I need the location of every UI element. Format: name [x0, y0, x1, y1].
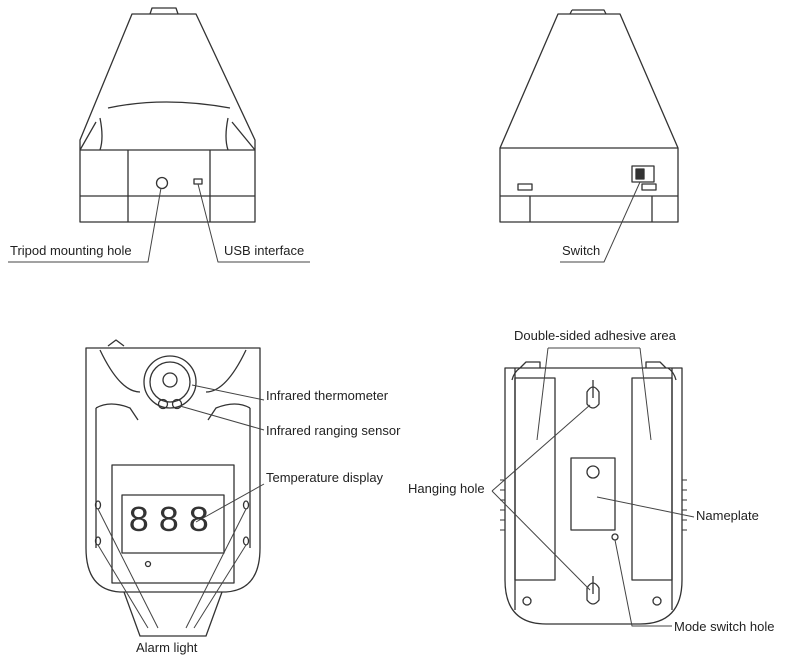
mode-switch-hole-icon — [611, 533, 619, 541]
label-hanging-hole: Hanging hole — [408, 481, 485, 496]
device-bottom-view — [79, 7, 256, 223]
label-switch: Switch — [562, 243, 601, 258]
label-temperature-display: Temperature display — [266, 470, 384, 485]
adhesive-strip-right — [631, 377, 673, 581]
label-mode-switch-hole: Mode switch hole — [674, 619, 775, 634]
tripod-hole-icon — [155, 176, 169, 190]
nameplate-area — [570, 457, 616, 531]
display-digit-2: 8 — [158, 501, 180, 542]
label-alarm-light: Alarm light — [136, 640, 198, 655]
display-digit-1: 8 — [128, 501, 150, 542]
label-nameplate: Nameplate — [696, 508, 759, 523]
label-usb-interface: USB interface — [224, 243, 305, 258]
display-digit-3: 8 — [188, 501, 210, 542]
device-back-view — [499, 9, 679, 223]
ranging-sensor-icon — [157, 398, 169, 410]
hanging-hole-top-icon — [586, 386, 600, 409]
label-adhesive-area: Double-sided adhesive area — [514, 328, 676, 343]
label-tripod-mounting-hole: Tripod mounting hole — [10, 243, 132, 258]
label-infrared-ranging-sensor: Infrared ranging sensor — [266, 423, 401, 438]
switch-icon — [631, 165, 655, 183]
hanging-hole-bottom-icon — [586, 582, 600, 605]
usb-port-icon — [193, 178, 203, 185]
adhesive-strip-left — [514, 377, 556, 581]
label-infrared-thermometer: Infrared thermometer — [266, 388, 389, 403]
device-rear-mount-view — [500, 361, 687, 625]
display-window — [111, 464, 235, 584]
thermometer-lens-icon — [143, 355, 197, 409]
device-front-view — [85, 339, 261, 637]
